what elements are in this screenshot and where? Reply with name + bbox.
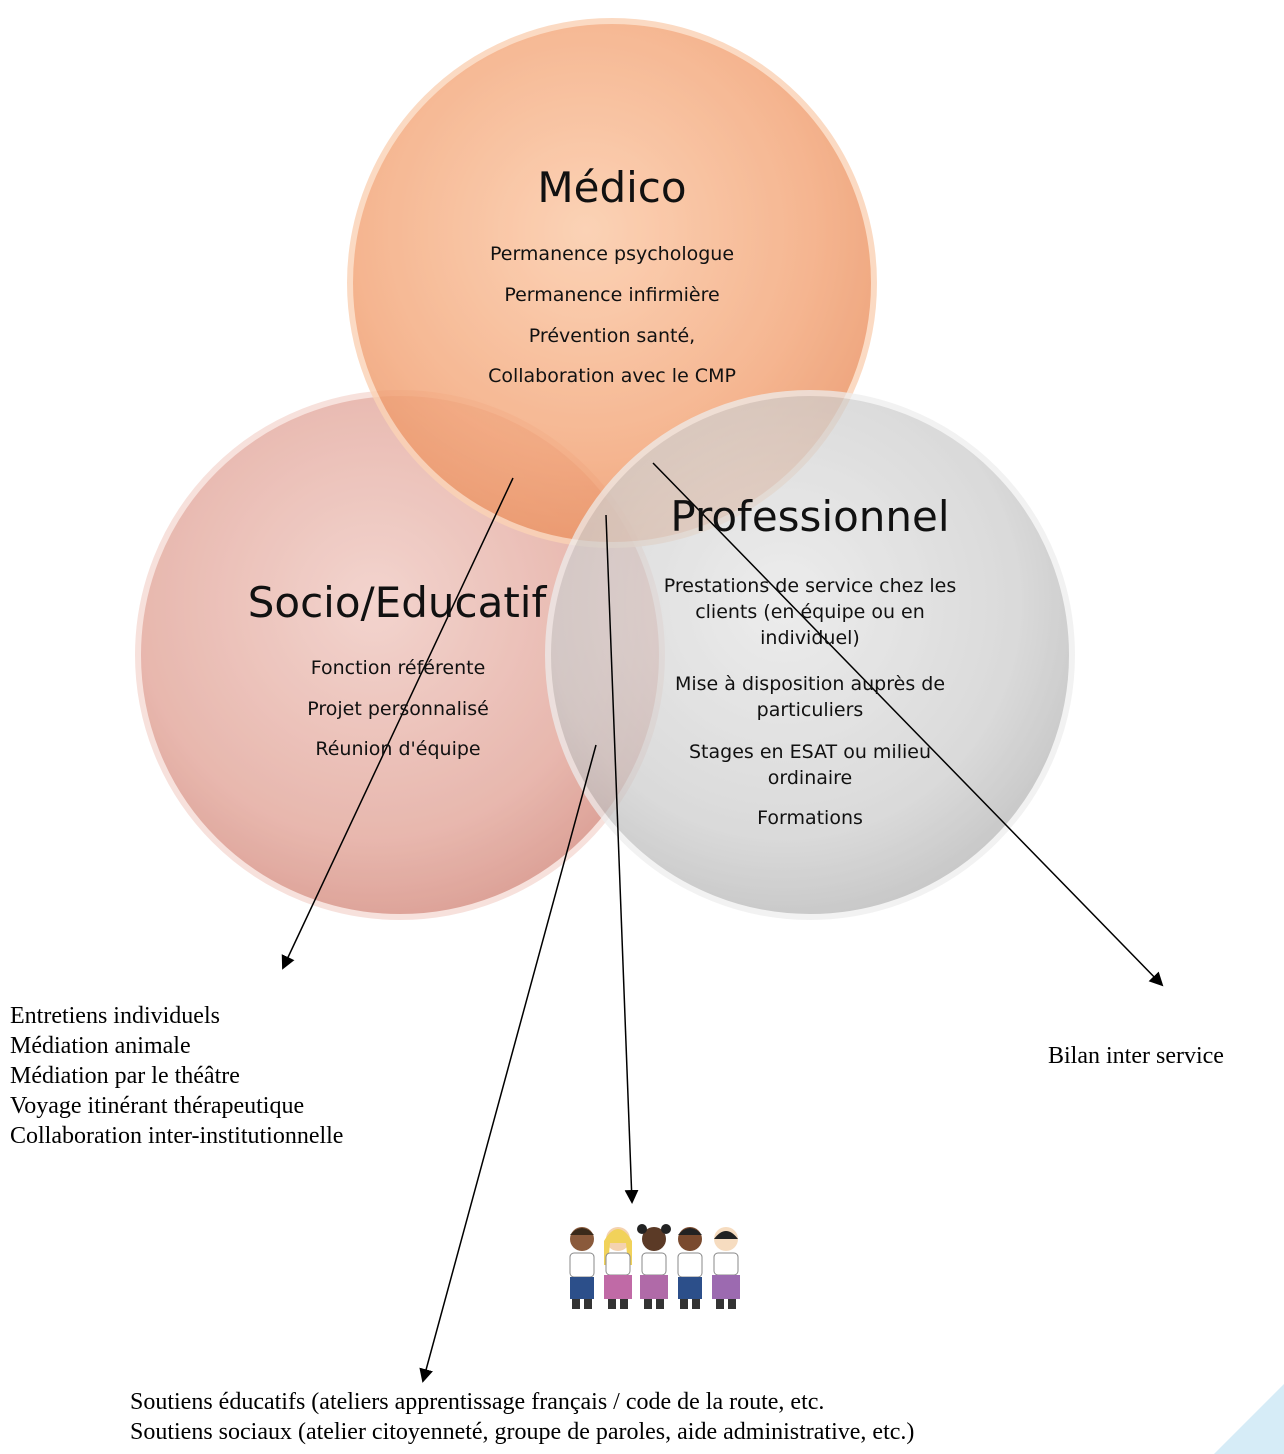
left-outcome-item: Entretiens individuels [10,1003,220,1029]
medico-item: Permanence infirmière [504,284,720,306]
pro-item: Stages en ESAT ou milieu ordinaire [689,741,931,789]
socio-item: Fonction référente [310,657,486,679]
medico-item: Prévention santé, [528,325,696,347]
bottom-outcome-line: Soutiens sociaux (atelier citoyenneté, g… [130,1419,915,1445]
medico-item: Collaboration avec le CMP [488,365,736,387]
pro-item: Formations [757,807,863,829]
socio-title: Socio/Educatif [247,578,547,627]
medico-item: Permanence psychologue [489,243,735,265]
left-outcome-item: Voyage itinérant thérapeutique [10,1093,305,1119]
medico-title: Médico [537,163,687,212]
left-outcome-item: Médiation par le théâtre [10,1063,240,1089]
pro-item: Prestations de service chez les clients … [663,575,957,649]
arrow-to-bilan [652,462,1164,987]
left-outcome-item: Médiation animale [10,1033,191,1059]
socio-item: Projet personnalisé [307,698,489,720]
kids-group-icon [569,1224,740,1309]
bottom-outcome-line: Soutiens éducatifs (ateliers apprentissa… [130,1389,825,1415]
right-outcome: Bilan inter service [1048,1043,1224,1069]
left-outcome-item: Collaboration inter-institutionnelle [10,1123,344,1149]
arrow-to-left-list [281,477,514,970]
pro-title: Professionnel [670,492,950,541]
circle-professionnel [545,390,1075,920]
pro-item: Mise à disposition auprès de particulier… [674,673,946,721]
arrow-to-bottom-text [419,744,597,1383]
socio-item: Réunion d'équipe [315,738,481,760]
arrow-to-kids [605,514,639,1204]
corner-decoration-icon [1214,1384,1284,1454]
